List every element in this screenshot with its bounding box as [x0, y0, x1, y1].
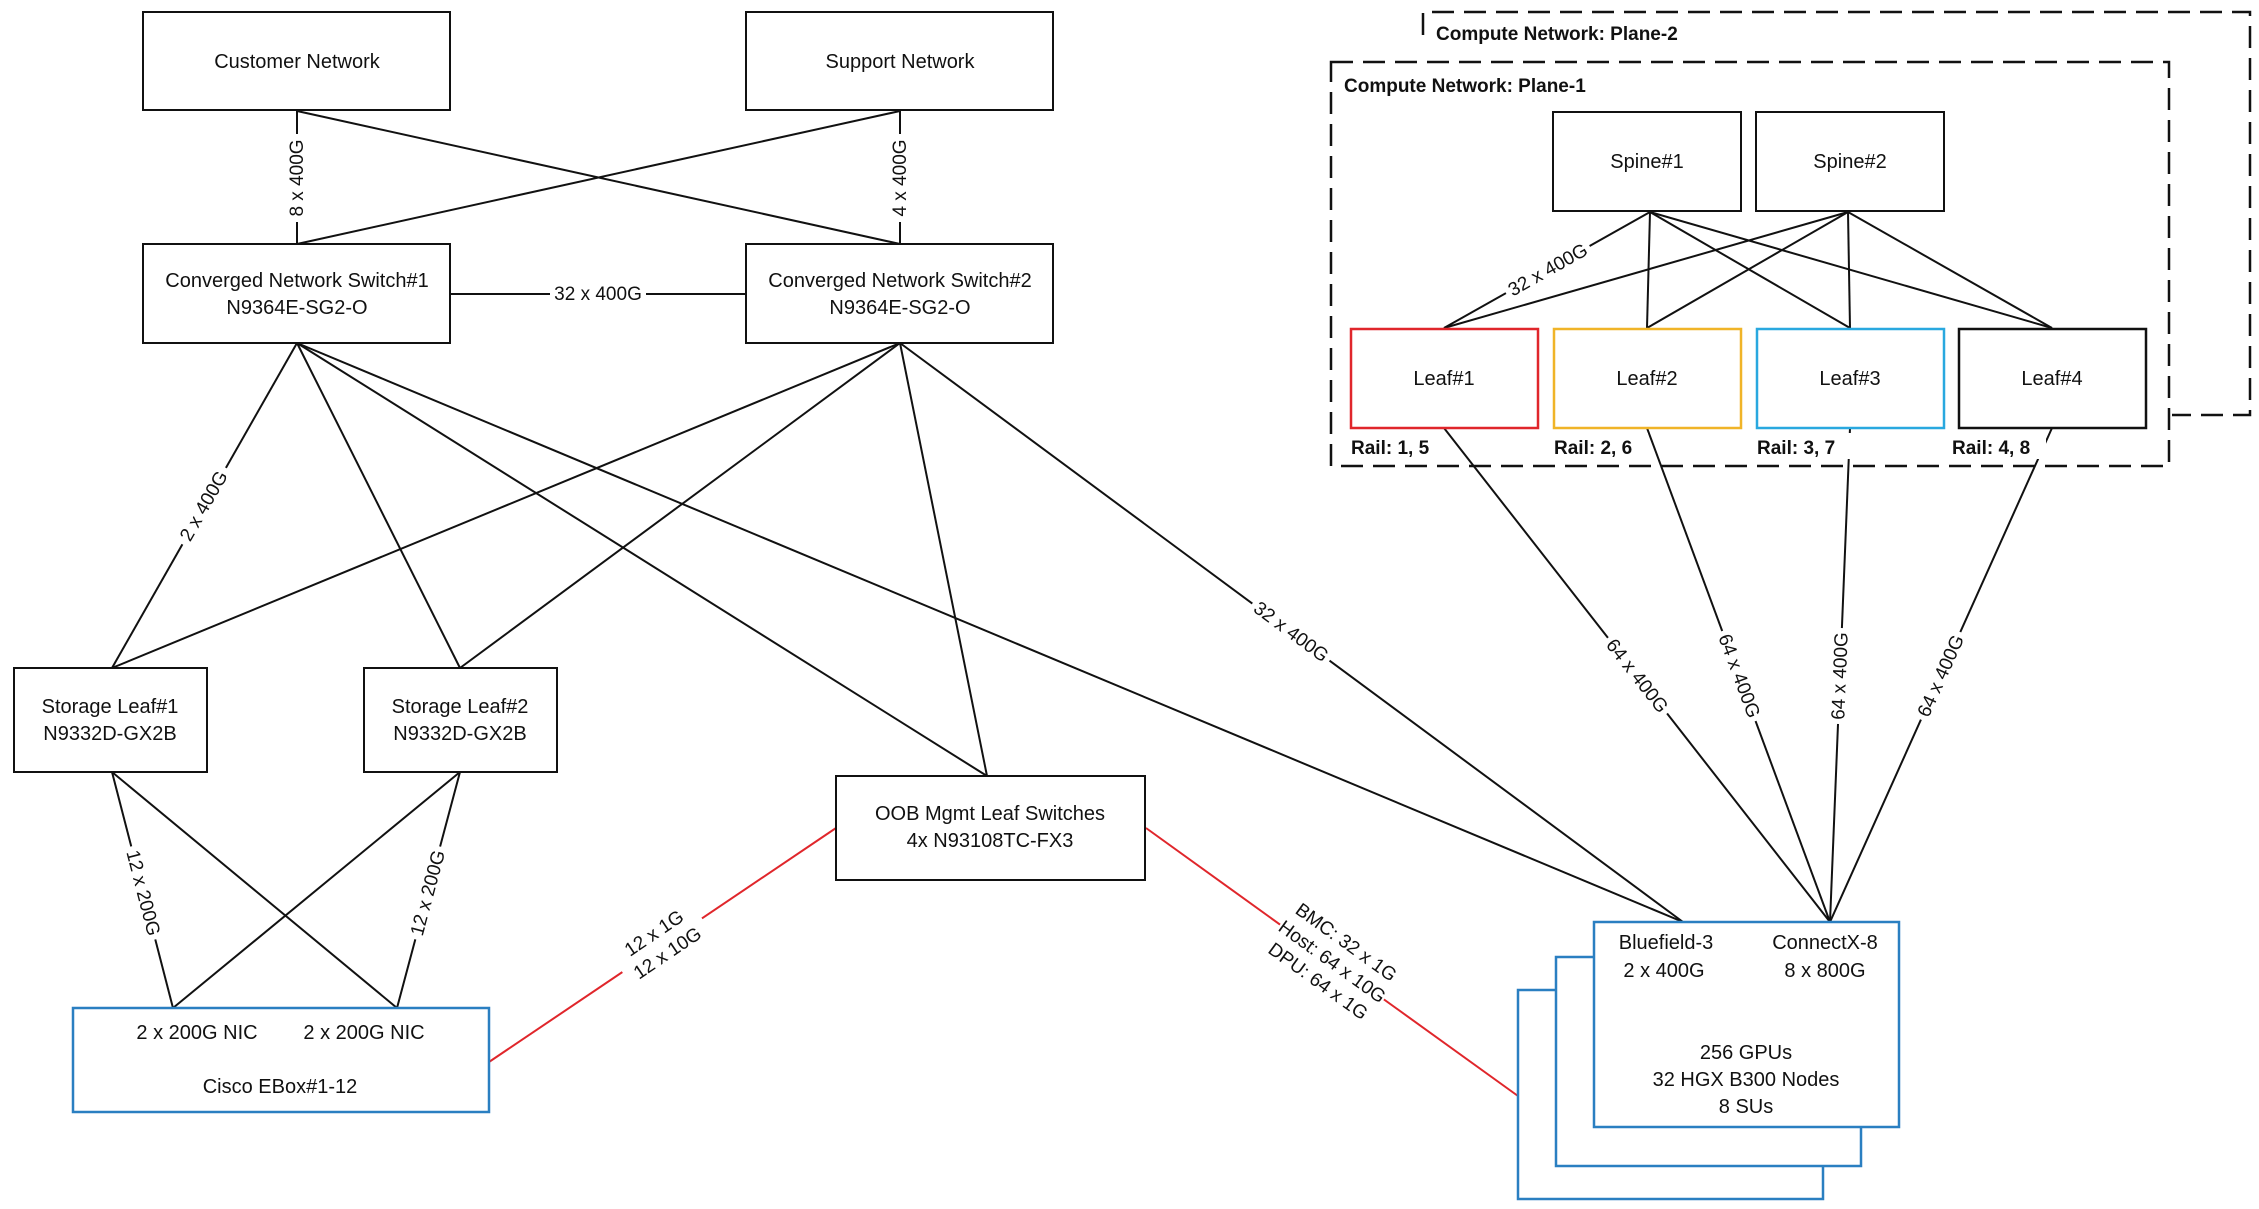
node-spine-2[interactable]: Spine#2: [1755, 111, 1945, 212]
spine2-label: Spine#2: [1813, 151, 1886, 173]
link-spine2-leaf3: [1847, 211, 1851, 329]
link-cns1-compute: [296, 342, 1684, 923]
label-leaf2-compute: 64 x 400G: [1713, 631, 1763, 721]
link-spine1-leaf4: [1649, 211, 2053, 329]
link-support-cns1: [296, 110, 901, 245]
links: [111, 110, 2053, 1009]
node-support-network[interactable]: Support Network: [745, 11, 1054, 111]
storage1-name: Storage Leaf#1: [42, 696, 179, 718]
node-converged-switch-2[interactable]: Converged Network Switch#2 N9364E-SG2-O: [745, 243, 1054, 344]
connectx-speed: 8 x 800G: [1784, 960, 1865, 982]
cns2-model: N9364E-SG2-O: [829, 297, 970, 319]
leaf2-label: Leaf#2: [1616, 368, 1677, 390]
oob-name: OOB Mgmt Leaf Switches: [875, 803, 1105, 825]
link-cns2-storage1: [111, 342, 901, 669]
ebox-name: Cisco EBox#1-12: [203, 1076, 358, 1098]
link-storage1-ebox-nic2: [111, 771, 398, 1009]
leaf1-label: Leaf#1: [1413, 368, 1474, 390]
leaf3-rail: Rail: 3, 7: [1757, 438, 1835, 459]
ebox-nic-2: 2 x 200G NIC: [303, 1022, 424, 1044]
cns1-model: N9364E-SG2-O: [226, 297, 367, 319]
node-leaf-2[interactable]: Leaf#2: [1552, 327, 1743, 430]
leaf4-rail: Rail: 4, 8: [1952, 438, 2030, 459]
link-spine1-leaf3: [1649, 211, 1851, 329]
node-storage-leaf-1[interactable]: Storage Leaf#1 N9332D-GX2B: [13, 667, 208, 773]
label-storage2-ebox: 12 x 200G: [407, 848, 450, 938]
node-cisco-ebox[interactable]: 2 x 200G NIC 2 x 200G NIC Cisco EBox#1-1…: [71, 1006, 491, 1114]
node-converged-switch-1[interactable]: Converged Network Switch#1 N9364E-SG2-O: [142, 243, 451, 344]
link-spine2-leaf1: [1443, 211, 1849, 329]
label-spine-leaf: 32 x 400G: [1505, 240, 1592, 301]
node-oob-mgmt-leaf-switches[interactable]: OOB Mgmt Leaf Switches 4x N93108TC-FX3: [835, 775, 1146, 881]
oob-model: 4x N93108TC-FX3: [907, 830, 1074, 852]
spine1-label: Spine#1: [1610, 151, 1683, 173]
cns1-name: Converged Network Switch#1: [165, 270, 428, 292]
compute-plane-1-frame: Compute Network: Plane-1: [1329, 60, 2171, 468]
leaf1-rail: Rail: 1, 5: [1351, 438, 1430, 459]
storage2-name: Storage Leaf#2: [392, 696, 529, 718]
support-network-label: Support Network: [826, 51, 976, 73]
label-customer-cns1: 8 x 400G: [287, 139, 308, 216]
customer-network-label: Customer Network: [214, 51, 381, 73]
link-spine2-leaf4: [1847, 211, 2053, 329]
node-spine-1[interactable]: Spine#1: [1552, 111, 1742, 212]
label-leaf3-compute: 64 x 400G: [1828, 632, 1853, 720]
su-count: 8 SUs: [1719, 1096, 1773, 1118]
compute-stack-front: [1592, 920, 1901, 1129]
label-leaf1-compute: 64 x 400G: [1601, 635, 1672, 717]
node-leaf-1[interactable]: Leaf#1: [1349, 327, 1540, 430]
leaf3-label: Leaf#3: [1819, 368, 1880, 390]
link-cns2-storage2: [459, 342, 901, 669]
storage1-model: N9332D-GX2B: [43, 723, 176, 745]
compute-plane-2-frame: Compute Network: Plane-2: [1421, 10, 2252, 417]
link-storage2-ebox-nic1: [172, 771, 461, 1009]
plane-1-title: Compute Network: Plane-1: [1344, 76, 1586, 97]
node-leaf-4[interactable]: Leaf#4: [1957, 327, 2148, 430]
node-count: 32 HGX B300 Nodes: [1653, 1069, 1840, 1091]
link-cns1-storage2: [296, 342, 461, 669]
label-cns-interlink: 32 x 400G: [554, 284, 642, 305]
node-customer-network[interactable]: Customer Network: [142, 11, 451, 111]
label-support-cns2: 4 x 400G: [890, 139, 911, 216]
leaf4-label: Leaf#4: [2021, 368, 2082, 390]
bluefield-name: Bluefield-3: [1619, 932, 1714, 954]
storage2-model: N9332D-GX2B: [393, 723, 526, 745]
rail-labels: Rail: 1, 5 Rail: 2, 6 Rail: 3, 7 Rail: 4…: [1345, 433, 2046, 459]
link-cns1-oob: [296, 342, 988, 777]
bluefield-speed: 2 x 400G: [1623, 960, 1704, 982]
link-cns2-oob: [899, 342, 988, 777]
gpu-count: 256 GPUs: [1700, 1042, 1792, 1064]
leaf2-rail: Rail: 2, 6: [1554, 438, 1632, 459]
ebox-nic-1: 2 x 200G NIC: [136, 1022, 257, 1044]
label-cns2-compute: 32 x 400G: [1249, 598, 1332, 667]
node-leaf-3[interactable]: Leaf#3: [1755, 327, 1946, 430]
label-storage1-ebox: 12 x 200G: [121, 848, 163, 938]
cns2-name: Converged Network Switch#2: [768, 270, 1031, 292]
connectx-name: ConnectX-8: [1772, 932, 1878, 954]
compute-cluster-stack: Bluefield-3 2 x 400G ConnectX-8 8 x 800G…: [1516, 920, 1901, 1201]
link-spine2-leaf2: [1646, 211, 1849, 329]
node-storage-leaf-2[interactable]: Storage Leaf#2 N9332D-GX2B: [363, 667, 558, 773]
plane-2-title: Compute Network: Plane-2: [1436, 24, 1678, 45]
